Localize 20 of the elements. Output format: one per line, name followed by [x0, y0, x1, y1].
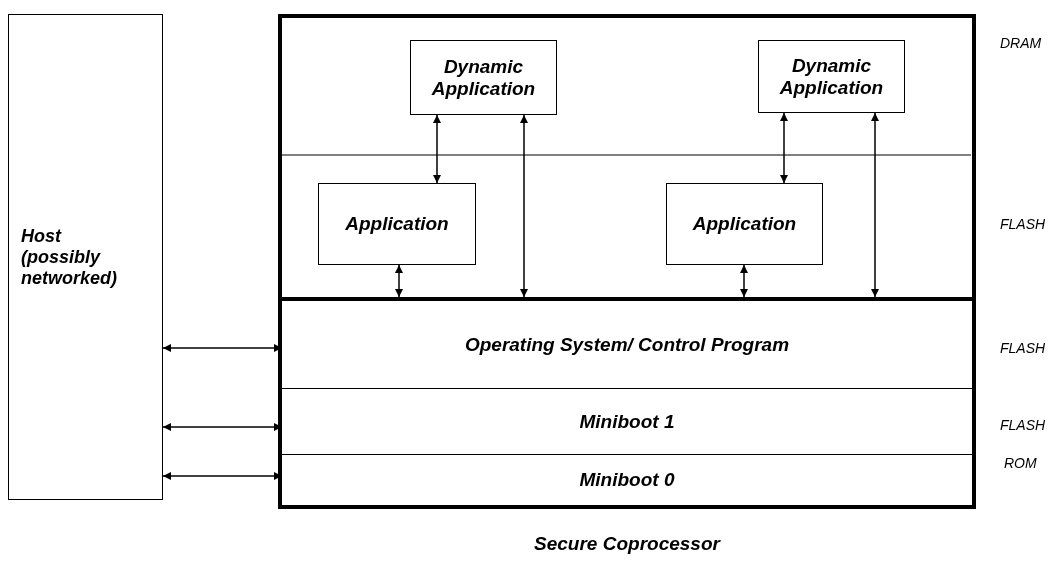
application-box: Dynamic Application: [758, 40, 905, 113]
arrow: [740, 264, 748, 298]
memory-type-label: DRAM: [1000, 35, 1042, 51]
host-box: Host (possibly networked): [8, 14, 163, 500]
memory-type-label: FLASH: [1000, 216, 1046, 232]
arrow: [780, 112, 788, 184]
memory-type-label: ROM: [1004, 455, 1037, 471]
memory-type-label: FLASH: [1000, 340, 1046, 356]
application-box: Application: [666, 183, 823, 265]
application-box: Dynamic Application: [410, 40, 557, 115]
layer-band: Operating System/ Control Program: [282, 297, 972, 388]
arrow: [395, 264, 403, 298]
diagram-caption: Secure Coprocessor: [533, 533, 722, 555]
arrow: [433, 114, 441, 184]
layer-band: Miniboot 1: [282, 388, 972, 454]
application-box: Application: [318, 183, 476, 265]
arrow: [520, 114, 528, 298]
arrow: [871, 112, 879, 298]
layer-band: Miniboot 0: [282, 454, 972, 505]
memory-type-label: FLASH: [1000, 417, 1046, 433]
